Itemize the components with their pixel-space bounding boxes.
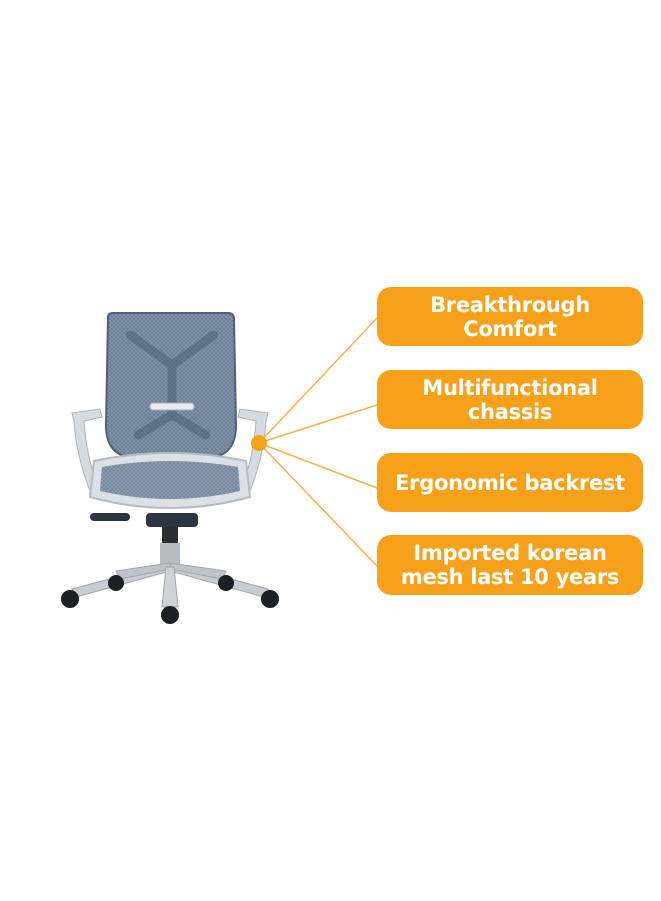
feature-badge-chassis: Multifunctional chassis <box>377 370 643 429</box>
office-chair-image <box>61 312 279 624</box>
feature-label-line-2: mesh last 10 years <box>400 565 620 589</box>
feature-badge-comfort: Breakthrough Comfort <box>377 287 643 346</box>
feature-label-line-1: Imported korean <box>413 541 607 565</box>
feature-badge-backrest: Ergonomic backrest <box>377 453 643 512</box>
feature-label: Multifunctional chassis <box>422 375 598 424</box>
feature-label: Ergonomic backrest <box>395 470 625 495</box>
feature-badge-mesh: Imported korean mesh last 10 years <box>377 535 643 595</box>
feature-label: Breakthrough Comfort <box>430 292 590 341</box>
